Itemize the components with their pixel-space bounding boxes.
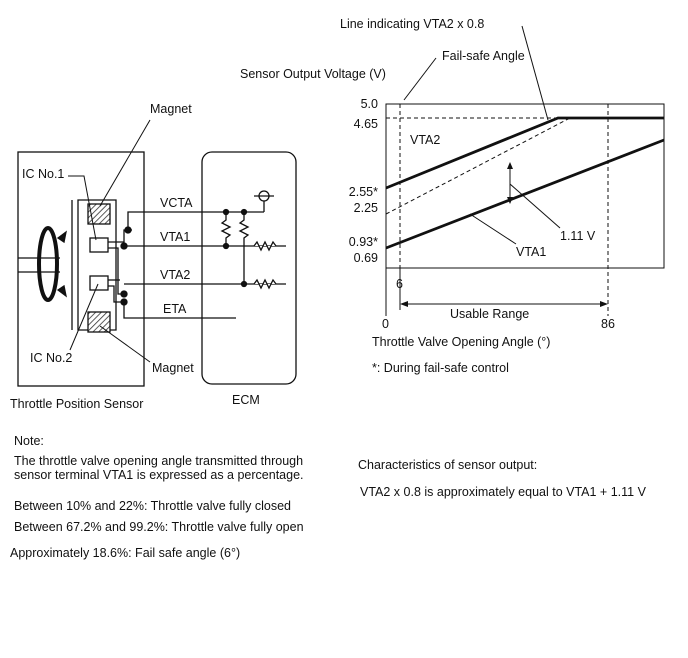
- leader-ic2: [69, 283, 99, 351]
- y-tick-2-55: 2.55*: [349, 185, 378, 199]
- y-axis-title: Sensor Output Voltage (V): [240, 67, 386, 81]
- characteristics-formula: VTA2 x 0.8 is approximately equal to VTA…: [360, 485, 646, 499]
- ic2-block: [89, 275, 109, 291]
- circuit-diagram: [17, 119, 297, 387]
- usable-range-arrow-right-icon: [600, 301, 608, 307]
- terminal-vcta-label: VCTA: [160, 196, 193, 210]
- offset-label: 1.11 V: [560, 229, 596, 243]
- ecm-box: [201, 151, 297, 385]
- sensor-housing: [17, 151, 145, 387]
- wire-vcta: [127, 211, 264, 230]
- x-tick-86: 86: [601, 317, 615, 331]
- plot-frame: [385, 103, 665, 269]
- y-tick-4-65: 4.65: [354, 117, 378, 131]
- terminal-eta-label: ETA: [163, 302, 187, 316]
- wire-eta: [123, 302, 236, 319]
- note-heading: Note:: [14, 434, 44, 448]
- note-failsafe: Approximately 18.6%: Fail safe angle (6°…: [10, 546, 241, 560]
- terminal-vta2-label: VTA2: [160, 268, 190, 282]
- note-line-2: sensor terminal VTA1 is expressed as a p…: [14, 468, 304, 482]
- offset-arrow-head-bottom-icon: [507, 197, 513, 204]
- terminal-vta1-label: VTA1: [160, 230, 190, 244]
- magnet-bottom-label: Magnet: [152, 361, 194, 375]
- leader-ic1: [68, 175, 97, 241]
- y-tick-0-69: 0.69: [354, 251, 378, 265]
- rotation-ellipse: [37, 226, 59, 302]
- y-tick-5-0: 5.0: [361, 97, 378, 111]
- offset-arrow-head-top-icon: [507, 162, 513, 169]
- x-axis-title: Throttle Valve Opening Angle (°): [372, 335, 550, 349]
- ic1-label: IC No.1: [22, 167, 64, 181]
- vta1-series-label: VTA1: [516, 245, 546, 259]
- vta2-series-label: VTA2: [410, 133, 440, 147]
- usable-range-label: Usable Range: [450, 307, 529, 321]
- ecm-label: ECM: [232, 393, 260, 407]
- magnet-top-label: Magnet: [150, 102, 192, 116]
- footnote: *: During fail-safe control: [372, 361, 509, 375]
- ic2-label: IC No.2: [30, 351, 72, 365]
- rotation-arrow-top-icon: [56, 230, 67, 244]
- leader-magnet-top: [99, 119, 151, 207]
- ic1-block: [89, 237, 109, 253]
- note-open: Between 67.2% and 99.2%: Throttle valve …: [14, 520, 304, 534]
- sensor-label: Throttle Position Sensor: [10, 397, 143, 411]
- line-indicator-label: Line indicating VTA2 x 0.8: [340, 17, 484, 31]
- y-tick-0-93: 0.93*: [349, 235, 378, 249]
- rotation-arrow-bottom-icon: [56, 284, 67, 298]
- magnet-top-block: [87, 203, 111, 225]
- note-closed: Between 10% and 22%: Throttle valve full…: [14, 499, 292, 513]
- usable-range-arrow-left-icon: [400, 301, 408, 307]
- magnet-bottom-block: [87, 311, 111, 333]
- output-graph: [385, 25, 665, 316]
- x-tick-6: 6: [396, 277, 403, 291]
- vta1-line: [385, 138, 665, 250]
- x-tick-0: 0: [382, 317, 389, 331]
- characteristics-title: Characteristics of sensor output:: [358, 458, 538, 472]
- y-tick-2-25: 2.25: [354, 201, 378, 215]
- failsafe-angle-label: Fail-safe Angle: [442, 49, 525, 63]
- leader-magnet-bottom: [99, 325, 151, 363]
- note-line-1: The throttle valve opening angle transmi…: [14, 454, 304, 468]
- vta2-line: [385, 116, 664, 190]
